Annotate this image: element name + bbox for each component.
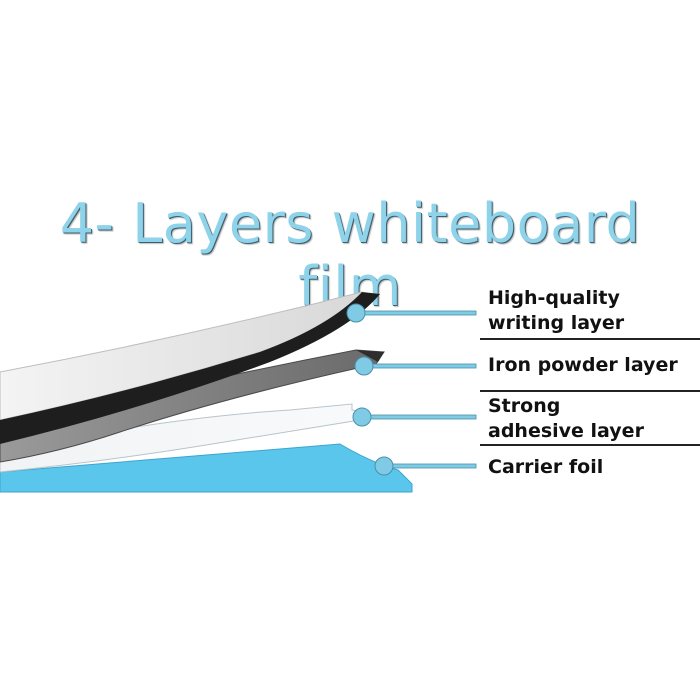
label-writing-line2: writing layer <box>488 312 625 334</box>
label-adhesive-line2: adhesive layer <box>488 420 644 442</box>
divider <box>480 390 700 392</box>
divider <box>480 338 700 340</box>
label-iron-powder-layer: Iron powder layer <box>488 353 678 378</box>
pointer-line-carrier <box>383 463 477 469</box>
label-carrier-foil: Carrier foil <box>488 455 603 480</box>
divider <box>480 444 700 446</box>
label-writing-line1: High-quality <box>488 287 620 309</box>
pointer-dot-adhesive <box>352 407 372 427</box>
pointer-dot-iron <box>354 356 374 376</box>
writing-layer-edge <box>0 292 380 444</box>
label-iron-line1: Iron powder layer <box>488 354 678 376</box>
pointer-dot-writing <box>346 303 366 323</box>
pointer-lines <box>355 310 477 469</box>
pointer-line-iron <box>363 363 477 369</box>
pointer-line-writing <box>355 310 477 316</box>
adhesive-layer <box>0 403 374 473</box>
pointer-dot-carrier <box>374 456 394 476</box>
diagram-title: 4- Layers whiteboard film <box>59 192 641 318</box>
label-writing-layer: High-quality writing layer <box>488 286 624 336</box>
label-adhesive-line1: Strong <box>488 395 561 417</box>
pointer-dots <box>346 303 394 476</box>
label-carrier-line1: Carrier foil <box>488 456 604 478</box>
pointer-line-adhesive <box>361 414 477 420</box>
label-adhesive-layer: Strong adhesive layer <box>488 394 644 444</box>
